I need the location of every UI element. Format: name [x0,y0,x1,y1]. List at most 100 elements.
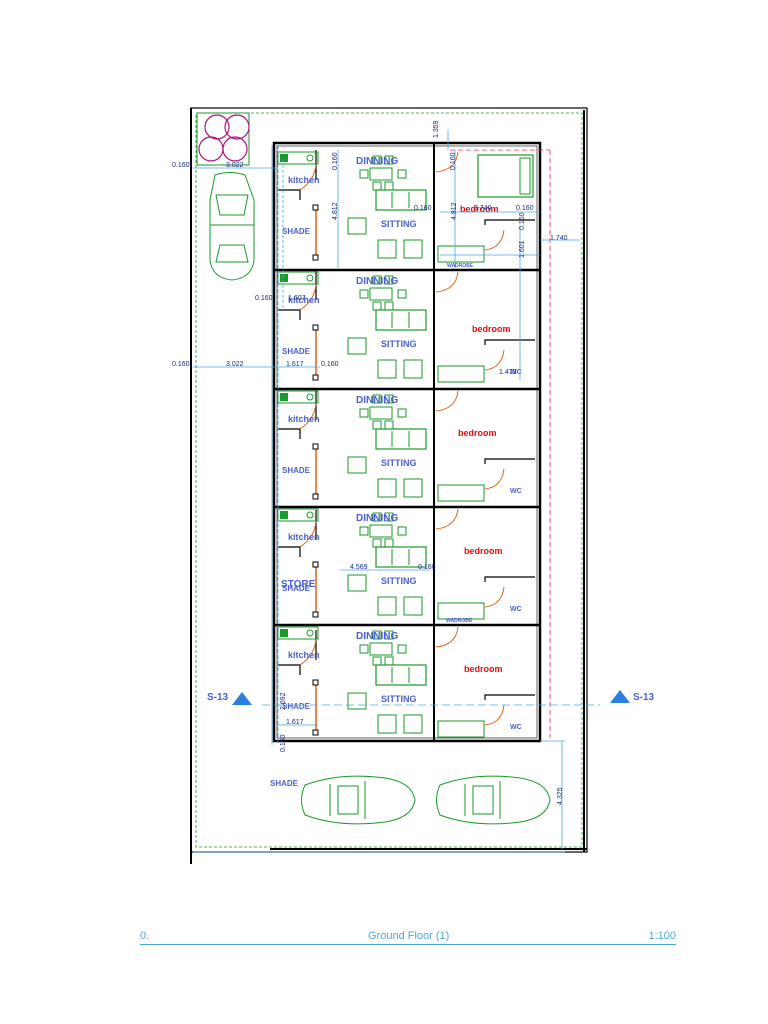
armchair-icon [403,714,423,734]
armchair-icon [377,359,397,379]
chair-icon [397,289,407,299]
shade-label: SHADE [282,702,311,711]
sink-icon [306,629,314,637]
armchair-icon [403,596,423,616]
chair-icon [384,155,394,165]
bedroom-label: bedroom [464,664,503,674]
wc-label: WC [510,724,522,731]
dining-table [369,406,393,420]
car-icon-bottom-left [301,775,416,825]
dining-table [369,287,393,301]
dimension-label: 0.160 [172,162,190,169]
sofa-icon [375,546,427,568]
dimension-label: 0.160 [255,295,273,302]
dimension-label: 0.160 [418,564,436,571]
chair-icon [384,394,394,404]
chair-icon [372,656,382,666]
chair-icon [359,526,369,536]
door-swing [435,271,459,293]
chair-icon [384,181,394,191]
chair-icon [372,512,382,522]
chair-icon [384,275,394,285]
kitchen-label: kitchen [288,175,320,185]
dimension-label: 1.617 [286,719,304,726]
dimension-label: 3.022 [226,162,244,169]
dimension-label: 0.160 [450,152,457,170]
wardrobe [437,602,485,620]
trees-planter [196,112,250,166]
title-scale: 1:100 [648,930,676,942]
sink-icon [306,154,314,162]
chair-icon [372,420,382,430]
car-icon-side [209,172,255,281]
dimension-label: 0.160 [516,205,534,212]
store-label: STORE [281,579,316,590]
shade-label: SHADE [282,347,311,356]
door-swing [299,638,317,666]
kitchen-label: kitchen [288,650,320,660]
dimension-label: 0.160 [414,205,432,212]
shade-label: SHADE [282,227,311,236]
chair-icon [384,512,394,522]
sink-icon [306,393,314,401]
wc-label: WC [510,606,522,613]
wardrobe [437,720,485,738]
chair-icon [384,538,394,548]
door-swing [484,468,505,490]
dinning-label: DINNING [356,156,398,167]
dimension-label: 1.473 [499,369,517,376]
bed-icon [477,154,534,198]
section-marker-right: S-13 [610,690,655,703]
section-label-left: S-13 [207,692,229,703]
shade-label: SHADE [282,584,311,593]
armchair-icon [377,478,397,498]
door-swing [484,229,505,251]
armchair-icon [347,692,367,710]
armchair-icon [347,217,367,235]
armchair-icon [377,596,397,616]
dimension-label: 3.022 [226,361,244,368]
dimension-label: 0.160 [332,152,339,170]
stove-icon [280,154,288,162]
dimension-label: 1.607 [288,295,306,302]
bedroom-label: bedroom [458,428,497,438]
wardrobe [437,484,485,502]
chair-icon [372,301,382,311]
stove-icon [280,393,288,401]
bedroom-label: bedroom [460,204,499,214]
chair-icon [397,408,407,418]
wardrobe [437,365,485,383]
dining-table [369,524,393,538]
dinning-label: DINNING [356,276,398,287]
dimension-texts: 0.160 3.022 1.359 0.160 4.812 0.160 4.81… [172,120,568,805]
bedroom-label: bedroom [464,546,503,556]
sitting-label: SITTING [381,219,417,229]
sitting-label: SITTING [381,576,417,586]
stove-icon [280,274,288,282]
chair-icon [372,275,382,285]
chair-icon [372,155,382,165]
units-layer: kitchenDINNINGSITTINGbedroomSHADEkitchen… [277,151,535,738]
dimension-label: 4.569 [350,564,368,571]
wadrobe-label: WADROBE [447,263,474,269]
armchair-icon [403,359,423,379]
title-number: 0. [140,930,150,942]
door-swing [484,704,505,726]
dimension-lines [193,130,600,853]
chair-icon [397,169,407,179]
dimension-label: 1.601 [519,240,526,258]
bedroom-label: bedroom [472,324,511,334]
door-swing [299,520,317,548]
sofa-icon [375,309,427,331]
title-drawing-name: Ground Floor (1) [368,930,450,942]
chair-icon [384,630,394,640]
dimension-label: 0.160 [321,361,339,368]
chair-icon [359,289,369,299]
door-swing [435,508,459,530]
shade-label: SHADE [282,466,311,475]
dimension-label: 1.359 [433,120,440,138]
